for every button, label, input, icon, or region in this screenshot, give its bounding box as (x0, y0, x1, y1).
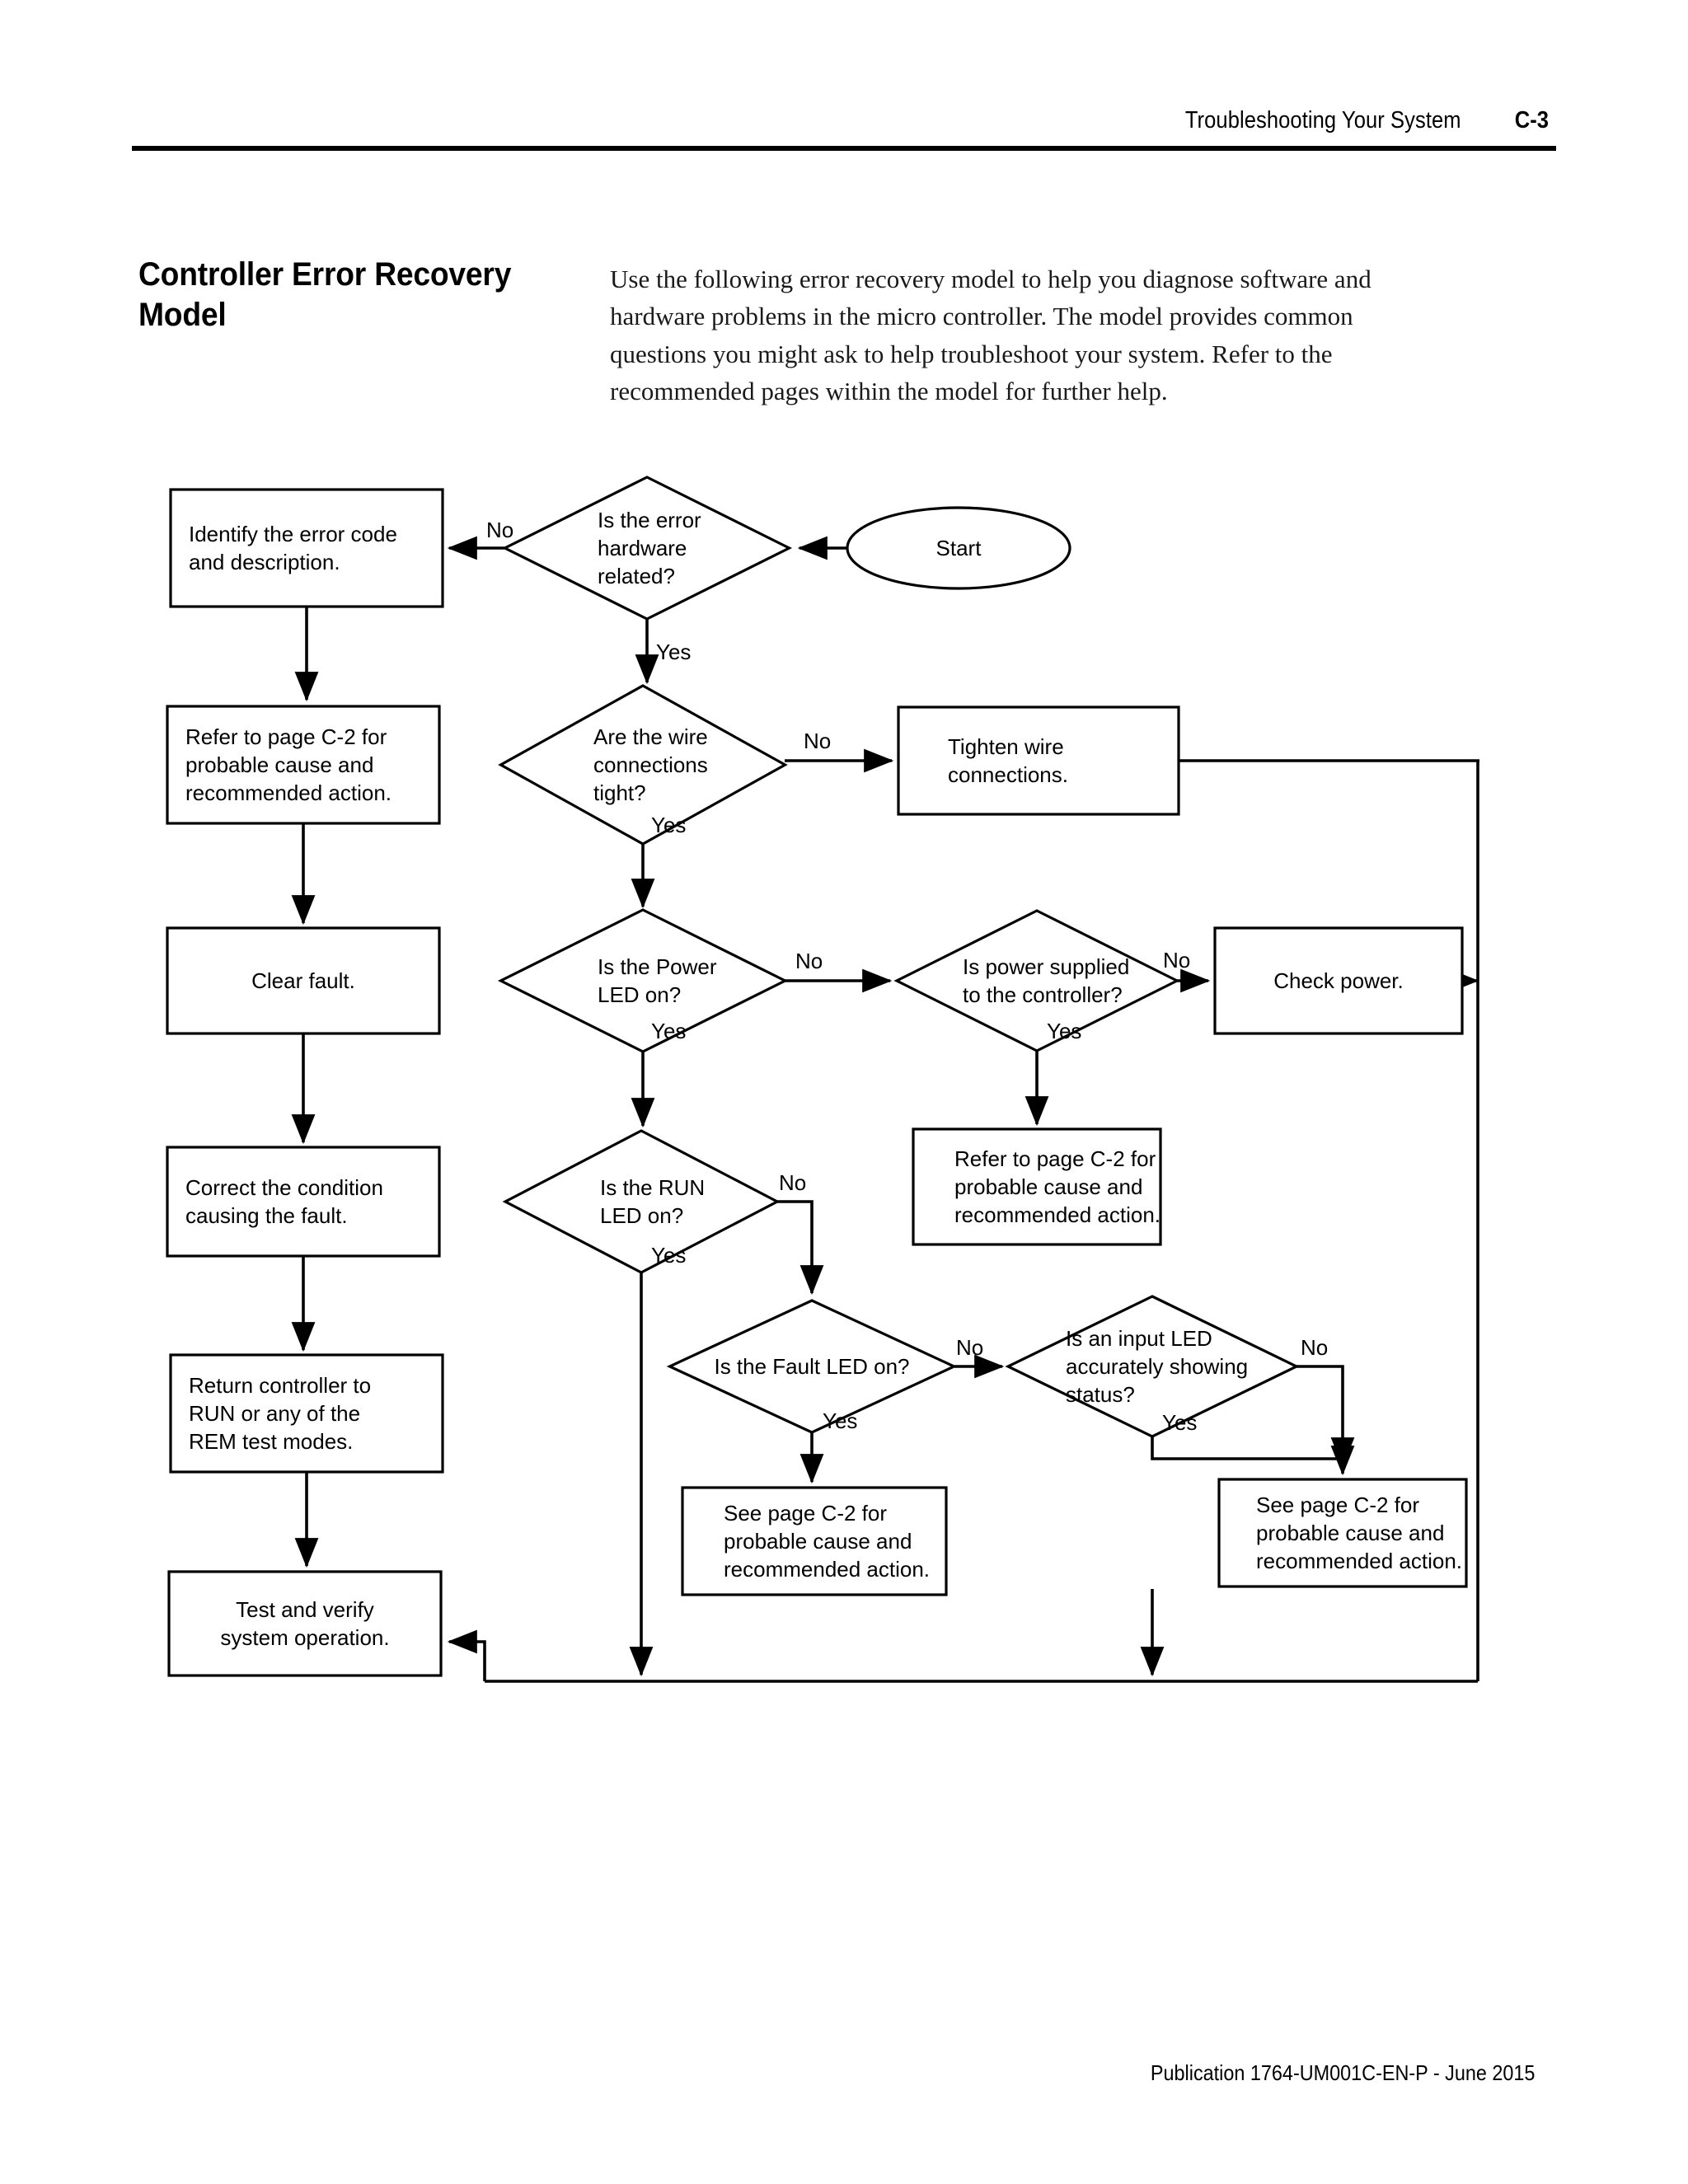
node-label: Is the Fault LED on? (714, 1354, 909, 1379)
flow-edge-inputled-no-down (1296, 1365, 1355, 1468)
node-outline (169, 1353, 444, 1474)
node-outline (166, 926, 441, 1035)
header-rule (132, 146, 1556, 151)
node-outline (666, 1299, 958, 1434)
node-outline (498, 684, 788, 846)
flowchart-edges (291, 536, 1479, 1683)
publication-line: Publication 1764-UM001C-EN-P - June 2015 (1150, 2060, 1536, 2085)
node-outline (1213, 926, 1464, 1035)
node-outline (893, 909, 1180, 1052)
node-outline (169, 488, 444, 608)
edge-label-wires-yes: Yes (651, 813, 686, 837)
node-outline (1217, 1478, 1468, 1588)
node-label: Check power. (1273, 968, 1404, 993)
edge-label-power-supplied-yes: Yes (1047, 1019, 1081, 1043)
edge-label-power-supplied-no: No (1163, 948, 1190, 972)
node-outline (167, 1570, 443, 1677)
edge-label-input-led-no: No (1301, 1335, 1328, 1360)
edge-label-run-led-no: No (779, 1170, 806, 1195)
node-outline (502, 1129, 781, 1274)
node-outline (912, 1127, 1162, 1246)
flow-edge-collector-to-test (447, 1629, 486, 1681)
node-outline (846, 506, 1071, 590)
flow-node-start: Start (846, 506, 1071, 590)
edge-label-wires-no: No (804, 729, 831, 753)
page-header: Troubleshooting Your System C-3 (132, 107, 1556, 173)
flow-node-b-clear-fault: Clear fault. (166, 926, 441, 1035)
edge-label-input-led-yes: Yes (1162, 1410, 1197, 1435)
flow-edge-inputled-yes-to-seepage (1151, 1436, 1355, 1476)
node-label: Clear fault. (251, 968, 355, 993)
header-text-row: Troubleshooting Your System C-3 (132, 107, 1556, 134)
edge-label-fault-led-no: No (956, 1335, 983, 1360)
flow-node-b-check-power: Check power. (1213, 926, 1464, 1035)
edge-label-hardware-no: No (486, 518, 513, 542)
node-label: Start (936, 536, 982, 560)
edge-label-hardware-yes: Yes (656, 640, 691, 664)
edge-label-fault-led-yes: Yes (823, 1408, 857, 1433)
node-outline (897, 705, 1180, 816)
node-outline (166, 1146, 441, 1258)
flow-edge-runled-no-to-faultled (777, 1200, 824, 1296)
header-title: Troubleshooting Your System (1184, 107, 1461, 134)
node-outline (497, 908, 789, 1053)
page-number: C-3 (1515, 107, 1550, 134)
edge-label-power-led-no: No (795, 949, 823, 973)
node-outline (166, 705, 441, 825)
node-outline (681, 1486, 948, 1596)
node-outline (1005, 1295, 1300, 1438)
section-intro-paragraph: Use the following error recovery model t… (610, 265, 1372, 405)
node-outline (501, 476, 793, 621)
flow-node-d-fault-led: Is the Fault LED on? (666, 1299, 958, 1434)
page-footer: Publication 1764-UM001C-EN-P - June 2015 (132, 2060, 1556, 2086)
edge-label-run-led-yes: Yes (651, 1243, 686, 1268)
section-heading: Controller Error Recovery Model (138, 255, 512, 333)
edge-label-power-led-yes: Yes (651, 1019, 686, 1043)
